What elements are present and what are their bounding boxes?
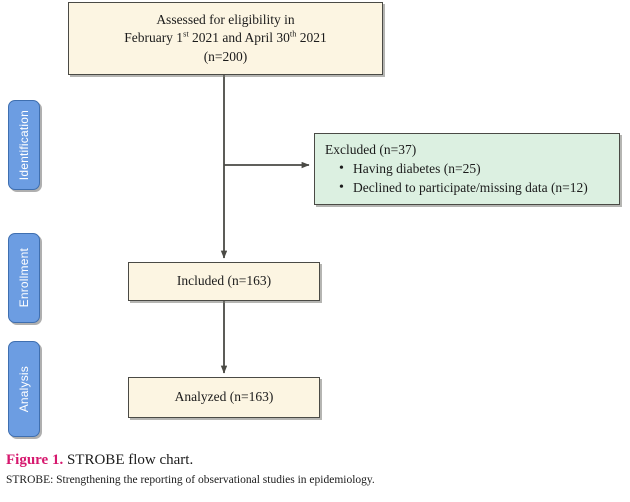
caption-abbreviation-note: STROBE: Strengthening the reporting of o… xyxy=(6,474,375,486)
node-assessed-for-eligibility: Assessed for eligibility in February 1st… xyxy=(68,2,383,75)
stage-tab-analysis: Analysis xyxy=(8,341,40,437)
caption-main-line: Figure 1. STROBE flow chart. xyxy=(6,452,624,469)
stage-tab-identification: Identification xyxy=(8,100,40,190)
stage-label-analysis: Analysis xyxy=(17,365,31,413)
assessed-line-1: Assessed for eligibility in xyxy=(156,12,295,28)
stage-label-enrollment: Enrollment xyxy=(17,248,31,308)
assessed-line-3: (n=200) xyxy=(203,48,248,64)
assessed-ordinal-first: st xyxy=(183,29,189,39)
stage-tab-enrollment: Enrollment xyxy=(8,233,40,323)
analyzed-label: Analyzed (n=163) xyxy=(174,389,274,405)
figure-caption: Figure 1. STROBE flow chart. STROBE: Str… xyxy=(6,452,624,486)
assessed-line-2-part-c: 2021 xyxy=(296,30,327,46)
node-analyzed: Analyzed (n=163) xyxy=(128,377,320,418)
excluded-reason-item: Declined to participate/missing data (n=… xyxy=(339,178,611,198)
excluded-reason-item: Having diabetes (n=25) xyxy=(339,159,611,179)
excluded-reason-list: Having diabetes (n=25) Declined to parti… xyxy=(325,159,611,198)
node-included: Included (n=163) xyxy=(128,262,320,301)
assessed-ordinal-second: th xyxy=(289,29,297,39)
included-label: Included (n=163) xyxy=(176,273,272,289)
stage-label-identification: Identification xyxy=(17,109,31,181)
excluded-title: Excluded (n=37) xyxy=(325,141,417,157)
figure-title: STROBE flow chart. xyxy=(63,452,194,468)
assessed-line-2-part-b: 2021 and April 30 xyxy=(188,30,290,46)
figure-number: Figure 1. xyxy=(6,452,64,468)
assessed-line-2: February 1st 2021 and April 30th 2021 xyxy=(77,29,374,47)
node-excluded: Excluded (n=37) Having diabetes (n=25) D… xyxy=(314,133,620,205)
assessed-line-2-part-a: February 1 xyxy=(124,30,184,46)
